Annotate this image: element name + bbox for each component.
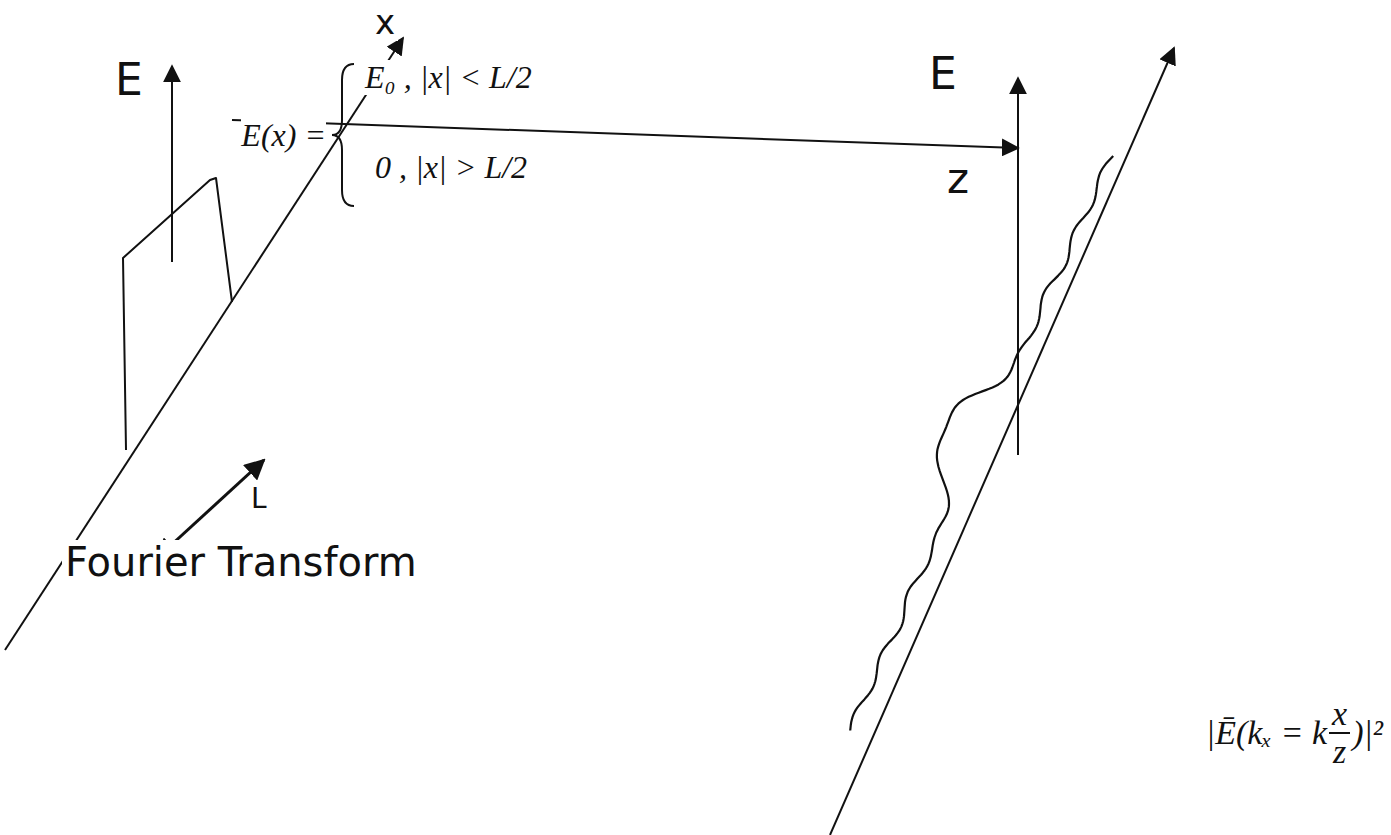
- fraction-numerator: x: [1329, 696, 1350, 734]
- caption-text: Fourier Transform: [62, 540, 420, 584]
- formula-text: )|²: [1352, 714, 1383, 752]
- x-axis-label: x: [372, 4, 398, 41]
- equation-case: 0 , |x| > L/2: [372, 150, 530, 185]
- field-axis-label: E: [926, 50, 960, 98]
- e-axis-left: [171, 66, 173, 262]
- e-axis-right: [1017, 78, 1019, 455]
- formula-text: |Ē(kₓ = k: [1206, 714, 1327, 752]
- equation-case: E₀ , |x| < L/2: [362, 60, 535, 95]
- fraction-denominator: z: [1330, 734, 1349, 770]
- equation-lhs: E(x) =: [241, 117, 326, 154]
- brace: [330, 60, 358, 210]
- far-field-formula: |Ē(kₓ = k x z )|²: [1206, 696, 1383, 769]
- field-axis-label: E: [112, 56, 146, 104]
- x-axis-right: [830, 48, 1174, 835]
- fraction: x z: [1329, 696, 1350, 769]
- z-axis: [232, 120, 1018, 148]
- aperture-equation: E(x) =: [241, 117, 326, 154]
- width-label: L: [248, 484, 270, 515]
- rect-pulse: [123, 178, 232, 450]
- z-axis-label: z: [944, 156, 972, 202]
- diffraction-pattern: [850, 156, 1113, 731]
